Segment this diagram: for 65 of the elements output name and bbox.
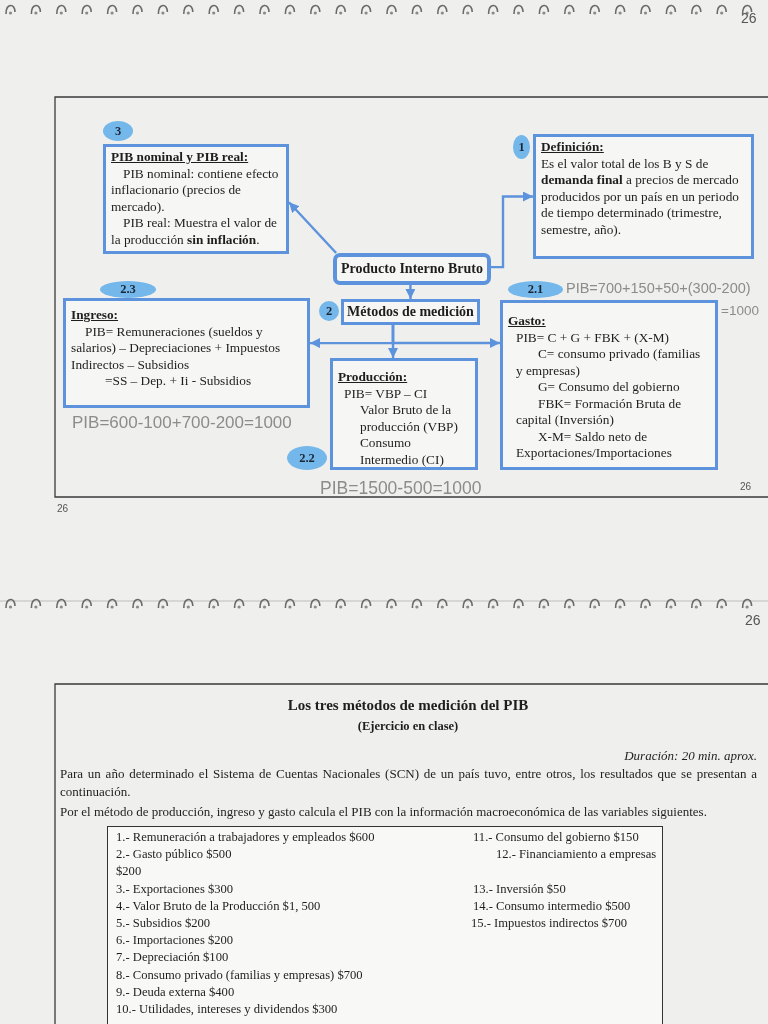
box-text: PIB= VBP – CI bbox=[344, 385, 429, 402]
list-item: 4.- Valor Bruto de la Producción $1, 500 bbox=[116, 898, 321, 914]
subtitle: (Ejercicio en clase) bbox=[357, 719, 459, 734]
list-item: $200 bbox=[116, 864, 142, 880]
list-item: 7.- Depreciación $100 bbox=[116, 950, 229, 966]
box-text: PIB real: Muestra el valor de la producción sin inflación. bbox=[111, 215, 278, 248]
box-text: C= consumo privado (familias y empresas) bbox=[516, 346, 702, 379]
box-text: =SS – Dep. + Ii - Subsidios bbox=[105, 373, 253, 390]
paragraph: Por el método de producción, ingreso y gasto calcula el PIB con la información macroeconómica de las variables siguientes. bbox=[60, 803, 708, 821]
box-heading: Gasto: bbox=[508, 313, 547, 330]
info-box bbox=[330, 358, 478, 470]
list-item: 12.- Financiamiento a empresas bbox=[496, 847, 657, 863]
number-badge: 1 bbox=[513, 135, 530, 159]
list-item: 5.- Subsidios $200 bbox=[116, 916, 211, 931]
page-number: 26 bbox=[57, 503, 69, 514]
process-box: Métodos de medición bbox=[341, 299, 480, 325]
concept-box: Producto Interno Bruto bbox=[333, 253, 491, 285]
page-number: 26 bbox=[745, 612, 761, 628]
info-box bbox=[500, 300, 718, 470]
number-badge: 2 bbox=[319, 301, 339, 321]
box-text: Valor Bruto de la producción (VBP) bbox=[360, 402, 459, 435]
list-item: 1.- Remuneración a trabajadores y empleados $600 bbox=[116, 830, 375, 845]
list-item: 10.- Utilidades, intereses y dividendos $300 bbox=[116, 1002, 338, 1017]
box-text: PIB= C + G + FBK + (X-M) bbox=[516, 329, 670, 346]
list-item: 9.- Deuda externa $400 bbox=[116, 984, 235, 1000]
handwritten-formula: PIB=700+150+50+(300-200) bbox=[566, 280, 751, 296]
number-badge: 3 bbox=[103, 121, 133, 141]
list-box bbox=[107, 826, 663, 1024]
list-item: 14.- Consumo intermedio $500 bbox=[473, 898, 631, 914]
list-item: 13.- Inversión $50 bbox=[473, 881, 566, 897]
info-box bbox=[103, 144, 289, 254]
page-number: 26 bbox=[740, 481, 752, 492]
box-heading: Producción: bbox=[338, 369, 409, 386]
number-badge: 2.2 bbox=[287, 446, 327, 470]
arrow bbox=[405, 285, 416, 299]
info-box bbox=[533, 134, 754, 259]
handwritten-formula: =1000 bbox=[721, 303, 759, 318]
box-text: Consumo Intermedio (CI) bbox=[360, 435, 445, 468]
arrow bbox=[288, 201, 338, 254]
page-title: Los tres métodos de medición del PIB bbox=[287, 697, 529, 714]
page-number: 26 bbox=[741, 10, 757, 26]
box-text: X-M= Saldo neto de Exportaciones/Importaciones bbox=[516, 428, 673, 462]
list-item: 15.- Impuestos indirectos $700 bbox=[471, 916, 627, 931]
handwritten-formula: PIB=600-100+700-200=1000 bbox=[72, 413, 292, 433]
number-badge: 2.1 bbox=[508, 281, 563, 298]
info-box bbox=[63, 298, 310, 408]
list-item: 6.- Importaciones $200 bbox=[116, 933, 234, 949]
number-badge: 2.3 bbox=[100, 281, 156, 298]
arrow bbox=[391, 325, 500, 348]
list-item: 11.- Consumo del gobierno $150 bbox=[473, 830, 639, 845]
duration-note: Duración: 20 min. aprox. bbox=[624, 748, 757, 764]
list-item: 8.- Consumo privado (familias y empresas) $700 bbox=[116, 967, 363, 983]
list-item: 2.- Gasto público $500 bbox=[116, 847, 232, 863]
box-heading: Definición: bbox=[541, 139, 605, 156]
box-text: Es el valor total de los B y S de demanda final a precios de mercado producidos por un país en un periodo de tiempo determinado (trimestre, semestre, año). bbox=[541, 155, 740, 238]
handwritten-formula: PIB=1500-500=1000 bbox=[320, 478, 482, 499]
box-text: PIB nominal: contiene efecto inflacionario (precios de mercado). bbox=[111, 165, 280, 215]
box-text: G= Consumo del gobierno bbox=[537, 379, 681, 396]
list-item: 3.- Exportaciones $300 bbox=[116, 881, 234, 897]
box-text: PIB= Remuneraciones (sueldos y salarios) – Depreciaciones + Impuestos Indirectos – Subsidios bbox=[71, 323, 282, 373]
box-heading: Ingreso: bbox=[71, 307, 120, 324]
box-text: FBK= Formación Bruta de capital (Inversión) bbox=[516, 395, 683, 429]
arrow bbox=[491, 191, 533, 269]
box-heading: PIB nominal y PIB real: bbox=[111, 149, 250, 166]
paragraph: Para un año determinado el Sistema de Cuentas Nacionales (SCN) de un país tuvo, entre otros, los resultados que se presentan a continuación. bbox=[60, 765, 757, 801]
